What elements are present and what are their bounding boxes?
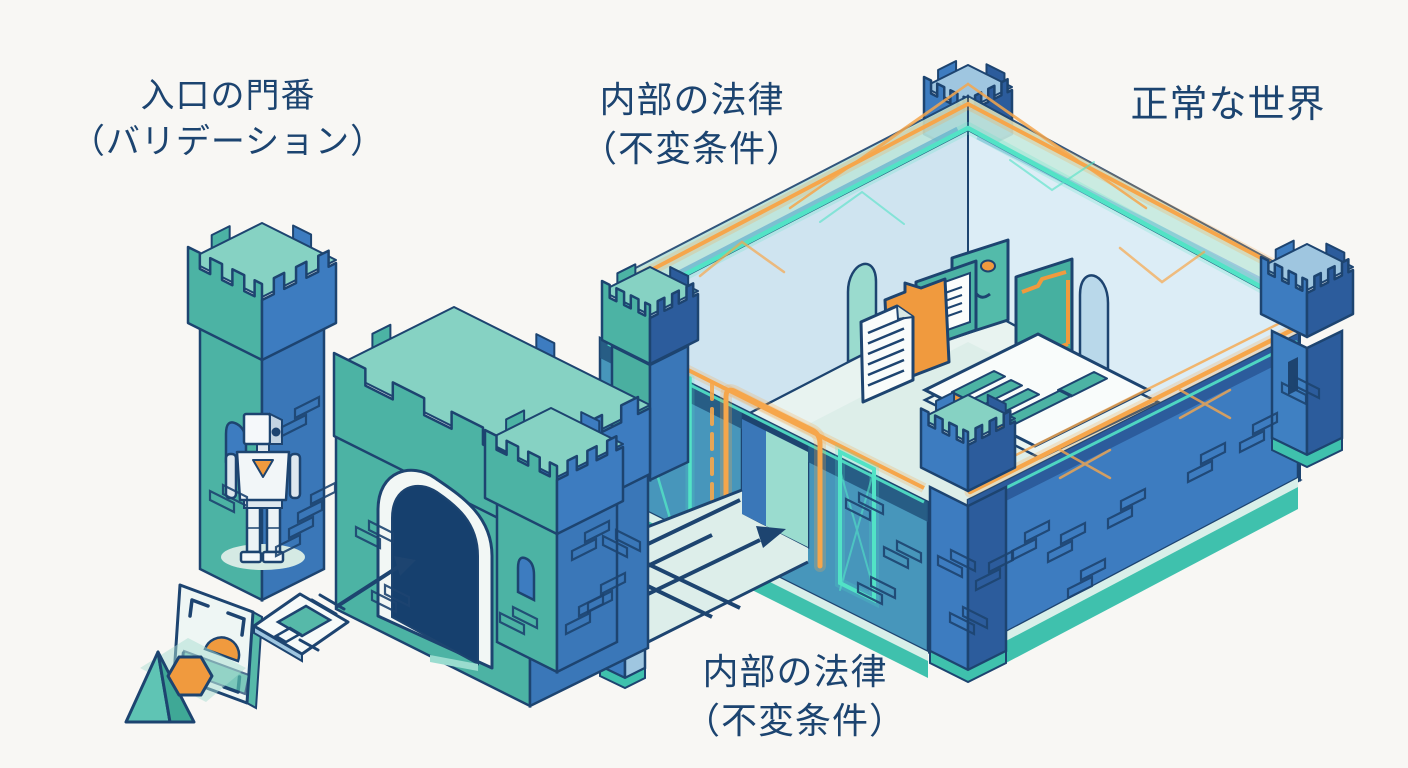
fortress-back-tower	[922, 59, 1014, 312]
entry-path	[618, 488, 809, 648]
tower-window-icon	[224, 421, 248, 473]
label-gatekeeper-validation: 入口の門番 （バリデーション）	[53, 74, 403, 166]
scanner-brackets-icon	[180, 598, 246, 694]
note-card-icon	[914, 259, 978, 353]
fortress-floor	[617, 298, 1303, 658]
label-line: 内部の法律	[702, 651, 888, 692]
label-line: （不変条件）	[683, 699, 906, 741]
gate-arch-trim	[376, 468, 494, 670]
pyramid-icon	[124, 650, 196, 724]
label-normal-world: 正常な世界	[1073, 80, 1383, 131]
invariant-wall-mesh	[616, 340, 879, 609]
front-right-wall	[964, 316, 1302, 683]
image-card-icon	[950, 238, 1010, 340]
document-icon	[859, 304, 915, 404]
door-frame-icon	[723, 387, 823, 569]
label-line: 入口の門番	[140, 77, 316, 115]
back-left-arch	[846, 262, 878, 365]
door-frame-glow	[720, 384, 826, 572]
robot-guard-icon	[221, 412, 305, 570]
scanned-shape-icon	[203, 636, 241, 663]
form-sheet-icon	[921, 332, 1161, 460]
robot-eye-icon	[271, 427, 281, 437]
scan-beam-icon	[140, 638, 246, 702]
label-line: 内部の法律	[599, 79, 785, 120]
front-left-wall	[598, 325, 930, 678]
scanner-group	[124, 583, 264, 724]
gatehouse-illustration	[186, 222, 652, 709]
brick-marks	[208, 375, 1321, 636]
gate-keep	[332, 306, 652, 709]
hexagon-icon	[166, 655, 214, 697]
tower-window-icon	[516, 556, 536, 603]
label-line: （バリデーション）	[70, 122, 386, 161]
teal-folder-icon	[1014, 257, 1074, 372]
gate-right-tower	[483, 407, 625, 675]
fortress-front-tower	[919, 390, 1017, 684]
gate-left-tower	[186, 222, 338, 603]
fortress-left-tower	[600, 263, 700, 483]
label-invariants-bottom: 内部の法律 （不変条件）	[640, 648, 950, 745]
interior-documents	[859, 238, 1161, 460]
label-line: （不変条件）	[580, 127, 803, 169]
fortress-right-tower	[1259, 239, 1355, 469]
scanner-panel-icon	[172, 583, 255, 705]
chest-badge-icon	[252, 459, 274, 478]
back-right-wall	[967, 128, 1301, 482]
back-left-wall	[619, 128, 969, 482]
orange-folder-icon	[883, 277, 951, 387]
validation-arrow-icon	[334, 556, 416, 609]
back-right-arch	[1078, 274, 1110, 379]
label-invariants-top: 内部の法律 （不変条件）	[537, 76, 847, 173]
path-arrow-icon	[647, 526, 786, 596]
id-card-icon	[252, 592, 350, 663]
label-line: 正常な世界	[1130, 84, 1326, 126]
gate-arch-opening	[391, 484, 479, 666]
